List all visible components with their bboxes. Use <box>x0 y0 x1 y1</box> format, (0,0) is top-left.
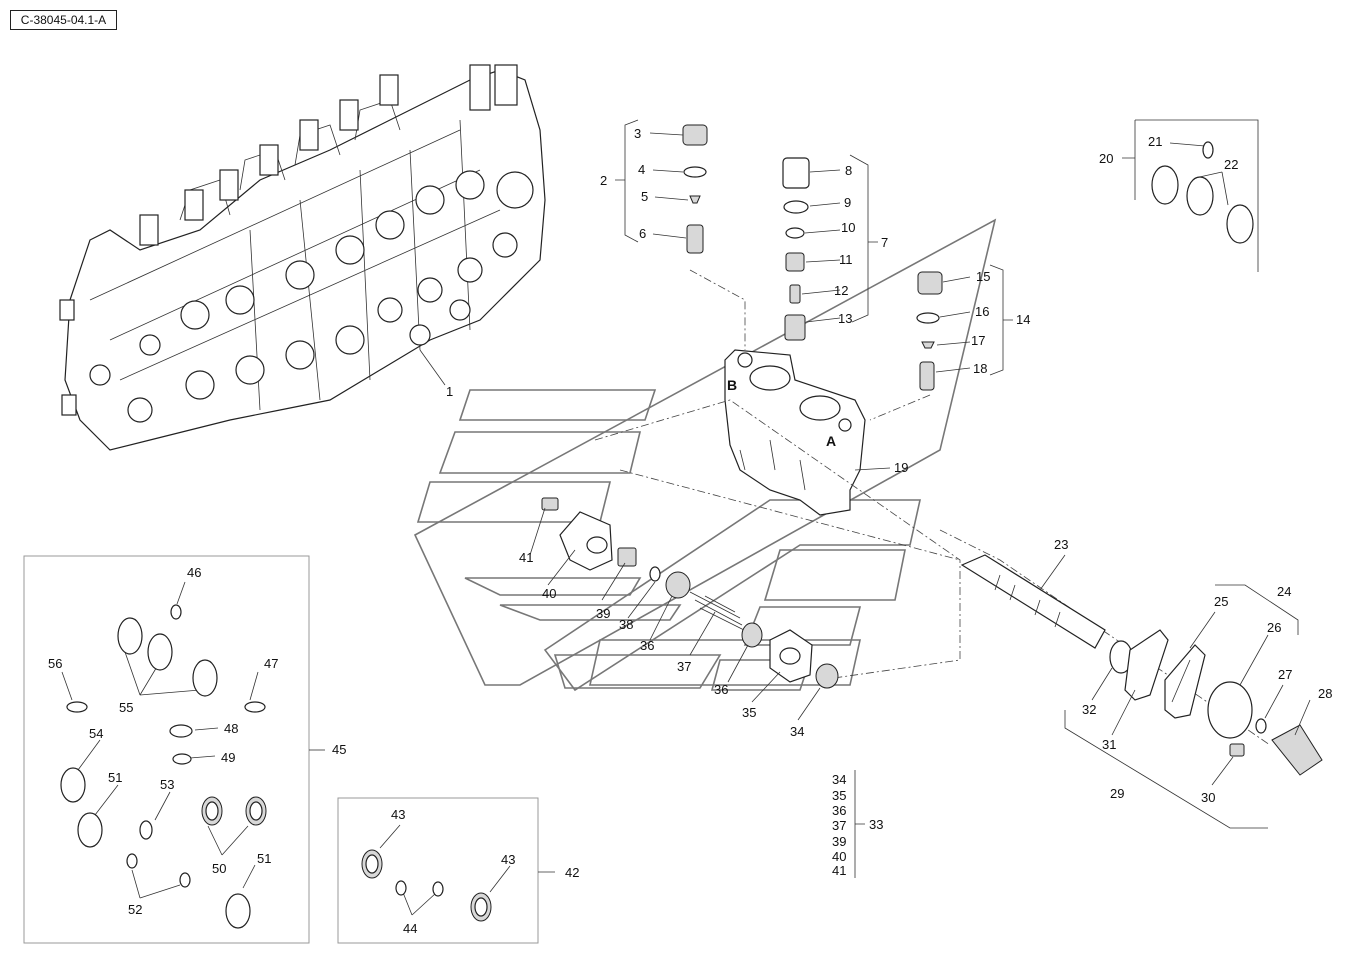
callout-6: 6 <box>639 226 646 241</box>
leader-lines <box>61 132 1311 916</box>
callout-43a: 43 <box>391 807 405 822</box>
callout-51a: 51 <box>108 770 122 785</box>
callout-3: 3 <box>634 126 641 141</box>
callout-4: 4 <box>638 162 645 177</box>
callout-30: 30 <box>1201 790 1215 805</box>
kit-item: 34 <box>832 772 846 787</box>
callout-27: 27 <box>1278 667 1292 682</box>
callout-52: 52 <box>128 902 142 917</box>
callout-42: 42 <box>565 865 579 880</box>
callout-48: 48 <box>224 721 238 736</box>
callout-9: 9 <box>844 195 851 210</box>
port-b-label: B <box>727 377 737 393</box>
callout-8: 8 <box>845 163 852 178</box>
callout-19: 19 <box>894 460 908 475</box>
callout-50: 50 <box>212 861 226 876</box>
bracket-lines <box>23 119 1299 944</box>
callout-34: 34 <box>790 724 804 739</box>
callout-2: 2 <box>600 173 607 188</box>
callout-11: 11 <box>839 252 853 267</box>
callout-10: 10 <box>841 220 855 235</box>
callout-56: 56 <box>48 656 62 671</box>
callout-21: 21 <box>1148 134 1162 149</box>
relief-valve-parts <box>682 124 943 391</box>
kit-item: 40 <box>832 849 846 864</box>
callout-16: 16 <box>975 304 989 319</box>
callout-38: 38 <box>619 617 633 632</box>
reference-code: C-38045-04.1-A <box>10 10 117 30</box>
callout-40: 40 <box>542 586 556 601</box>
control-valve-block <box>59 64 546 451</box>
callout-36b: 36 <box>714 682 728 697</box>
callout-49: 49 <box>221 750 235 765</box>
kit-item: 36 <box>832 803 846 818</box>
callout-51b: 51 <box>257 851 271 866</box>
callout-44: 44 <box>403 921 417 936</box>
port-a-label: A <box>826 433 836 449</box>
callout-29: 29 <box>1110 786 1124 801</box>
callout-33: 33 <box>869 817 883 832</box>
callout-28: 28 <box>1318 686 1332 701</box>
callout-5: 5 <box>641 189 648 204</box>
callout-14: 14 <box>1016 312 1030 327</box>
callout-18: 18 <box>973 361 987 376</box>
callout-32: 32 <box>1082 702 1096 717</box>
callout-20: 20 <box>1099 151 1113 166</box>
callout-43b: 43 <box>501 852 515 867</box>
callout-26: 26 <box>1267 620 1281 635</box>
callout-15: 15 <box>976 269 990 284</box>
center-lines <box>594 269 1271 746</box>
callout-23: 23 <box>1054 537 1068 552</box>
callout-39: 39 <box>596 606 610 621</box>
callout-45: 45 <box>332 742 346 757</box>
kit-item: 37 <box>832 818 846 833</box>
callout-31: 31 <box>1102 737 1116 752</box>
callout-22: 22 <box>1224 157 1238 172</box>
callout-37: 37 <box>677 659 691 674</box>
kit-item: 41 <box>832 863 846 878</box>
spool-parts <box>960 554 1323 776</box>
seal-and-spring-parts <box>541 497 839 689</box>
callout-46: 46 <box>187 565 201 580</box>
callout-7: 7 <box>881 235 888 250</box>
callout-55: 55 <box>119 700 133 715</box>
callout-53: 53 <box>160 777 174 792</box>
callout-54: 54 <box>89 726 103 741</box>
callout-25: 25 <box>1214 594 1228 609</box>
callout-24: 24 <box>1277 584 1291 599</box>
valve-section-body: B A <box>724 349 866 516</box>
callout-35: 35 <box>742 705 756 720</box>
callout-47: 47 <box>264 656 278 671</box>
callout-labels: 1 2 3 4 5 6 7 8 9 10 11 12 13 14 15 16 1… <box>48 126 1332 936</box>
kit-item: 39 <box>832 834 846 849</box>
callout-36a: 36 <box>640 638 654 653</box>
callout-1: 1 <box>446 384 453 399</box>
callout-41: 41 <box>519 550 533 565</box>
kit-33-item-list: 34 35 36 37 39 40 41 <box>832 772 846 878</box>
kit-item: 35 <box>832 788 846 803</box>
callout-13: 13 <box>838 311 852 326</box>
seal-kit-parts <box>60 141 1254 929</box>
callout-17: 17 <box>971 333 985 348</box>
callout-12: 12 <box>834 283 848 298</box>
